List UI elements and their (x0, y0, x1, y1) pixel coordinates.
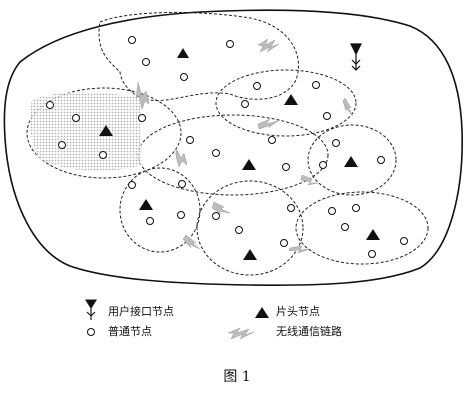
cluster-head-nodes (99, 48, 380, 260)
legend-ordinary-icon (87, 328, 95, 336)
ordinary-node (287, 204, 295, 212)
wireless-link (257, 118, 279, 130)
ordinary-node (128, 181, 136, 189)
ordinary-node (319, 161, 327, 169)
cluster-lower-left (119, 167, 201, 253)
cluster-top (98, 11, 300, 102)
ordinary-node (226, 40, 234, 48)
cluster-head-node (284, 94, 298, 105)
wireless-link (135, 81, 150, 110)
cluster-head-node (344, 156, 358, 167)
shaded-area (30, 92, 142, 171)
wireless-link (182, 234, 201, 250)
wireless-links (135, 38, 354, 254)
ordinary-nodes (46, 36, 408, 258)
ordinary-node (312, 81, 320, 89)
ordinary-node (128, 36, 136, 44)
ordinary-node (72, 114, 80, 122)
cluster-head-node (177, 48, 189, 58)
legend-user-interface-icon (85, 299, 97, 320)
ordinary-node (212, 149, 220, 157)
wireless-link (175, 147, 188, 168)
wireless-link (288, 245, 311, 254)
wireless-link (257, 38, 280, 53)
ordinary-node (235, 226, 243, 234)
ordinary-node (146, 217, 154, 225)
ordinary-node (323, 112, 331, 120)
ordinary-node (377, 156, 385, 164)
figure-caption: 图 1 (223, 369, 251, 385)
ordinary-node (186, 136, 194, 144)
ordinary-node (400, 237, 408, 245)
user-interface-node (350, 43, 362, 71)
ordinary-node (328, 207, 336, 215)
wireless-link (300, 174, 319, 186)
ordinary-node (253, 82, 261, 90)
ordinary-node (180, 73, 188, 81)
ordinary-node (332, 139, 340, 147)
ordinary-node (212, 212, 220, 220)
network-boundary (3, 9, 463, 287)
cluster-lower-right (295, 191, 429, 265)
cluster-head-node (139, 199, 153, 210)
cluster-right (307, 124, 397, 196)
ordinary-node (178, 180, 186, 188)
cluster-head-node (366, 229, 380, 240)
cluster-lower-center (196, 180, 304, 276)
legend-wireless-link-icon (227, 327, 255, 340)
ordinary-node (241, 100, 249, 108)
wireless-link (211, 201, 231, 215)
cluster-head-node (242, 159, 256, 170)
ordinary-node (142, 58, 150, 66)
legend-symbols (85, 299, 269, 340)
cluster-head-node (99, 125, 113, 136)
cluster-outlines (26, 11, 429, 276)
legend-cluster-head-icon (255, 307, 269, 318)
ordinary-node (352, 204, 360, 212)
cluster-upper-right (215, 69, 357, 137)
ordinary-node (46, 101, 54, 109)
cluster-left (26, 87, 182, 179)
ordinary-node (177, 211, 185, 219)
cluster-center (137, 114, 329, 196)
cluster-head-node (243, 249, 257, 260)
ordinary-node (341, 223, 349, 231)
ordinary-node (368, 250, 376, 258)
ordinary-node (99, 151, 107, 159)
wireless-link (342, 97, 354, 117)
ordinary-node (268, 136, 276, 144)
ordinary-node (138, 114, 146, 122)
ordinary-node (280, 239, 288, 247)
ordinary-node (282, 163, 290, 171)
ordinary-node (58, 141, 66, 149)
